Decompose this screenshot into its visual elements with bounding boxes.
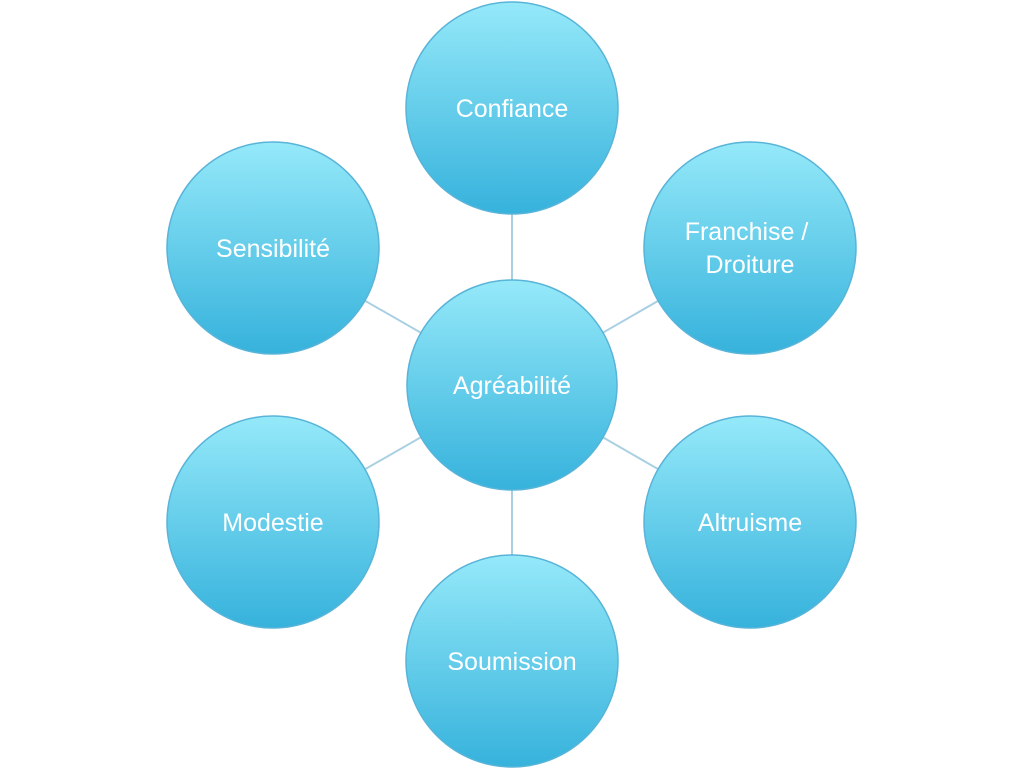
node-franchise-label-line1: Franchise / (685, 218, 809, 246)
node-franchise-label-line2: Droiture (706, 251, 795, 279)
node-sensibilite-circle (166, 141, 380, 355)
node-modestie-circle (166, 415, 380, 629)
node-confiance-circle (405, 1, 619, 215)
node-franchise: Franchise / Droiture (643, 141, 857, 355)
node-confiance: Confiance (405, 1, 619, 215)
node-center-label: Agréabilité (453, 372, 571, 400)
node-modestie-label: Modestie (222, 509, 323, 537)
node-modestie: Modestie (166, 415, 380, 629)
node-altruisme: Altruisme (643, 415, 857, 629)
node-soumission-circle (405, 554, 619, 768)
node-sensibilite-label: Sensibilité (216, 235, 330, 263)
node-soumission: Soumission (405, 554, 619, 768)
node-confiance-label: Confiance (456, 95, 569, 123)
node-soumission-label: Soumission (447, 648, 576, 676)
node-altruisme-label: Altruisme (698, 509, 802, 537)
node-center: Agréabilité (406, 279, 618, 491)
node-center-circle (406, 279, 618, 491)
node-franchise-circle (643, 141, 857, 355)
node-sensibilite: Sensibilité (166, 141, 380, 355)
node-altruisme-circle (643, 415, 857, 629)
node-franchise-label: Franchise / Droiture (685, 218, 816, 279)
